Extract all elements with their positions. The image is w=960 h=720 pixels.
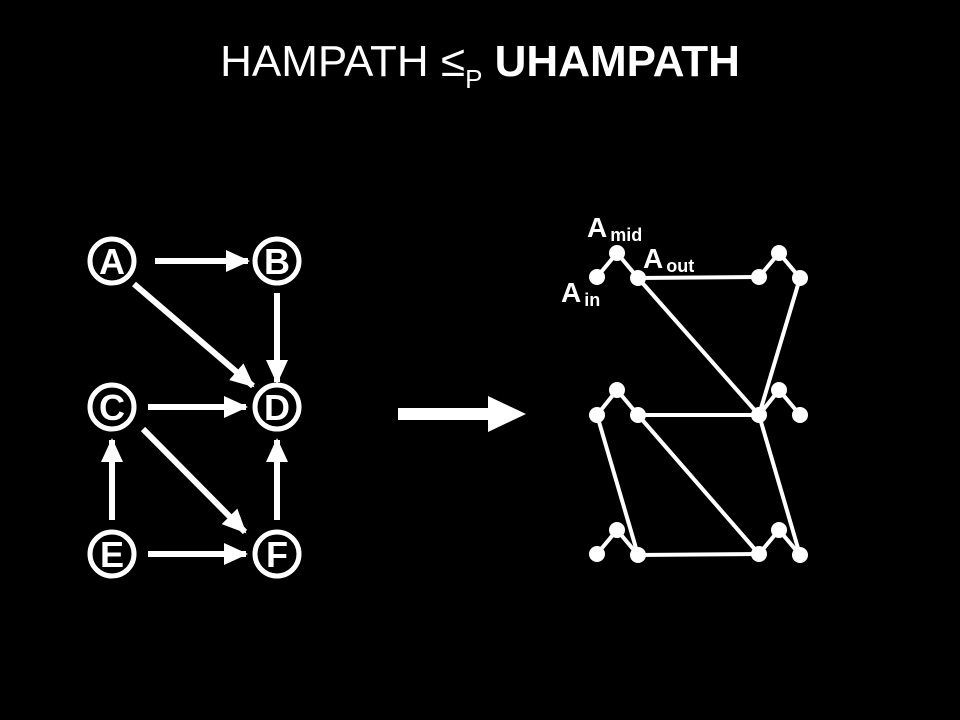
vertex-c-mid <box>609 382 625 398</box>
label-a-in-sub: in <box>584 290 600 310</box>
undirected-graph-edges <box>595 249 802 557</box>
node-b-label: B <box>264 241 290 282</box>
node-c: C <box>87 382 137 432</box>
node-a-circle <box>87 236 137 286</box>
directed-graph-edges <box>101 250 288 565</box>
uedge-e-f <box>637 552 760 557</box>
vertex-a-in <box>589 269 605 285</box>
transform-arrow <box>398 396 526 432</box>
node-a-label: A <box>99 241 125 282</box>
node-d-label: D <box>264 387 290 428</box>
vertex-b-in <box>751 269 767 285</box>
vertex-e-in <box>589 546 605 562</box>
node-b-circle <box>252 236 302 286</box>
uedge-b-d <box>757 277 802 416</box>
node-d: D <box>252 382 302 432</box>
vertex-d-in <box>751 407 767 423</box>
uedge-c-f <box>636 413 761 556</box>
vertex-b-out <box>792 270 808 286</box>
title-subscript: P <box>465 64 483 94</box>
vertex-d-mid <box>771 382 787 398</box>
undirected-graph-vertices <box>589 245 808 563</box>
node-f: F <box>252 529 302 579</box>
node-a: A <box>87 236 137 286</box>
vertex-e-out <box>630 547 646 563</box>
uedge-f-d <box>757 414 802 556</box>
label-a-mid-main: A <box>587 212 607 243</box>
vertex-a-out <box>630 270 646 286</box>
transform-arrow-shaft <box>398 408 490 420</box>
title-prefix: HAMPATH ≤ <box>220 37 466 86</box>
uedge-e-c <box>595 414 640 556</box>
node-f-label: F <box>266 534 288 575</box>
label-a-out-main: A <box>643 243 663 274</box>
uedge-a-b <box>637 275 760 280</box>
node-e-label: E <box>100 534 124 575</box>
vertex-b-mid <box>771 245 787 261</box>
vertex-e-mid <box>609 522 625 538</box>
node-e-circle <box>87 529 137 579</box>
vertex-f-mid <box>771 522 787 538</box>
transform-arrow-head <box>488 396 526 432</box>
node-b: B <box>252 236 302 286</box>
node-e: E <box>87 529 137 579</box>
title-suffix: UHAMPATH <box>494 37 740 86</box>
label-a-mid-sub: mid <box>610 225 642 245</box>
vertex-f-in <box>751 546 767 562</box>
node-f-circle <box>252 529 302 579</box>
vertex-d-out <box>792 407 808 423</box>
label-a-out-sub: out <box>666 256 694 276</box>
vertex-a-mid <box>609 245 625 261</box>
vertex-c-out <box>630 407 646 423</box>
node-c-circle <box>87 382 137 432</box>
node-d-circle <box>252 382 302 432</box>
vertex-f-out <box>792 547 808 563</box>
edge-a-d <box>132 281 255 389</box>
edge-c-f <box>140 426 248 535</box>
uedge-a-d <box>636 276 761 417</box>
label-a-in-main: A <box>561 277 581 308</box>
vertex-c-in <box>589 407 605 423</box>
node-c-label: C <box>99 387 125 428</box>
slide-title: HAMPATH ≤P UHAMPATH <box>0 38 960 103</box>
